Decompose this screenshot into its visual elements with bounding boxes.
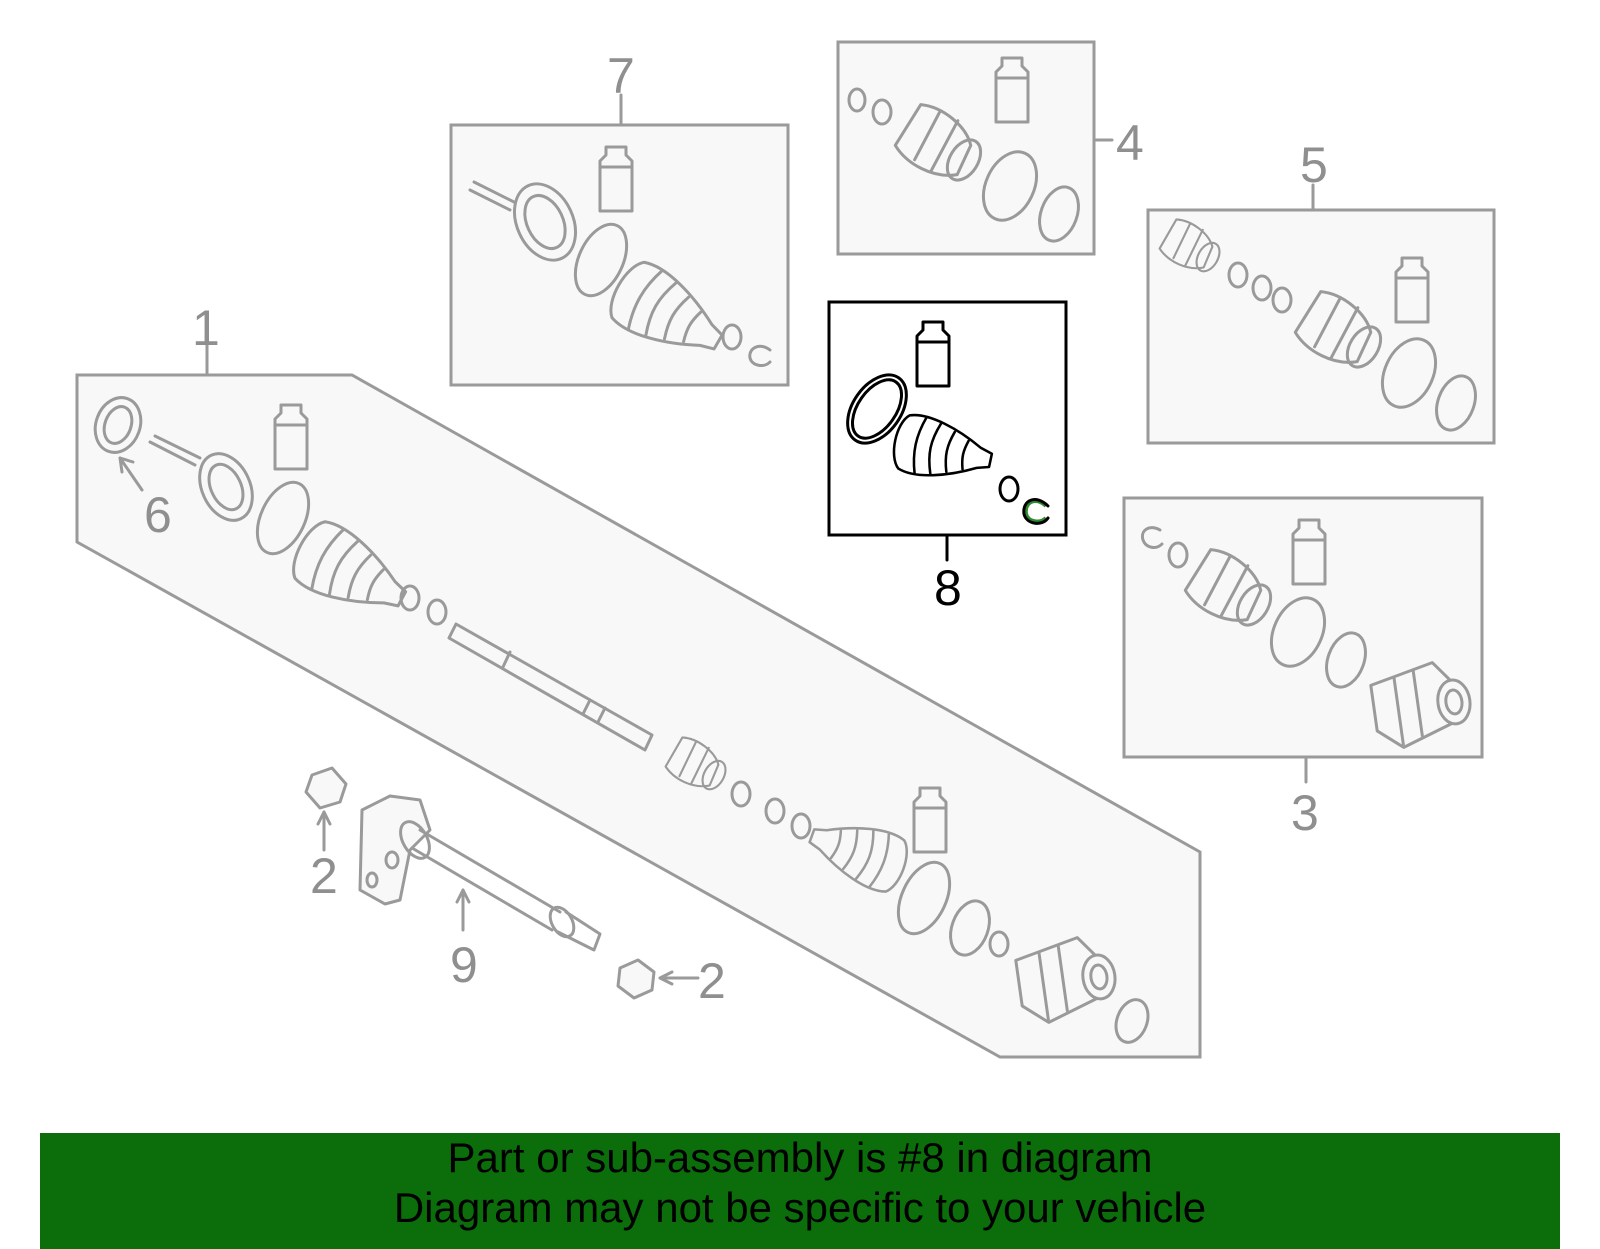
callout-4: 4 <box>1116 115 1144 171</box>
callout-8: 8 <box>934 560 962 616</box>
nut-2-upper <box>304 766 348 852</box>
assembly-5 <box>1146 183 1496 445</box>
assembly-4 <box>836 40 1114 256</box>
info-banner: Part or sub-assembly is #8 in diagram Di… <box>40 1133 1560 1249</box>
banner-line-2: Diagram may not be specific to your vehi… <box>393 1184 1207 1231</box>
callout-7: 7 <box>607 48 635 104</box>
callout-2-lower: 2 <box>698 953 726 1009</box>
callout-5: 5 <box>1300 137 1328 193</box>
assembly-3 <box>1122 496 1484 784</box>
callout-3: 3 <box>1291 785 1319 841</box>
callout-6: 6 <box>144 487 172 543</box>
part-9-intermediate-shaft <box>358 794 602 952</box>
callout-1: 1 <box>192 300 220 356</box>
assembly-8-highlighted <box>827 300 1068 562</box>
assembly-1 <box>75 343 1202 1059</box>
banner-line-1: Part or sub-assembly is #8 in diagram <box>447 1134 1153 1181</box>
callout-2-upper: 2 <box>310 848 338 904</box>
nut-2-lower <box>616 958 700 1000</box>
callout-9: 9 <box>450 937 478 993</box>
assembly-7 <box>449 93 790 387</box>
